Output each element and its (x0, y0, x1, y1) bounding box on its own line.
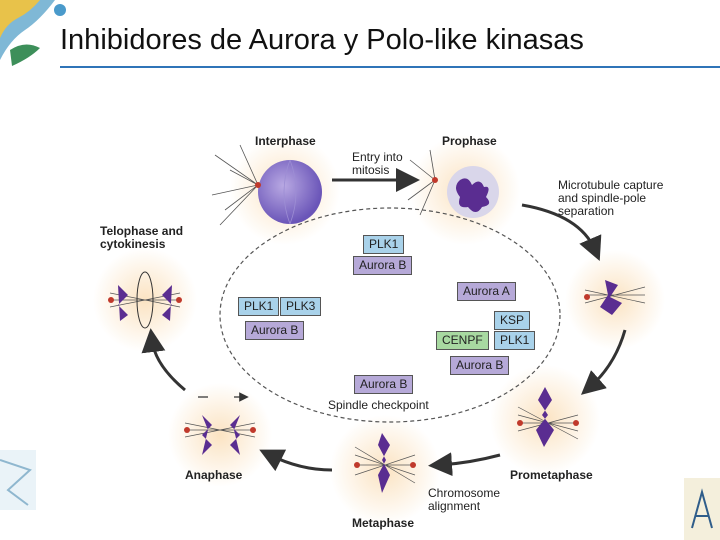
prometaphase-cell (517, 387, 579, 447)
side-decoration-icon (684, 478, 720, 540)
phase-label-anaphase: Anaphase (185, 468, 243, 482)
kinase-box-plk1-left: PLK1 (238, 297, 280, 316)
kinase-box-cenpf: CENPF (436, 331, 489, 350)
kinase-box-plk1-right: PLK1 (494, 331, 536, 350)
spindle-checkpoint-label: Spindle checkpoint (328, 398, 429, 412)
side-decoration-icon (0, 450, 36, 510)
transition-label-capture: Microtubule capture and spindle-pole sep… (558, 179, 663, 218)
kinase-box-aurora-b-right: Aurora B (450, 356, 510, 375)
phase-label-prometaphase: Prometaphase (510, 468, 593, 482)
phase-label-metaphase: Metaphase (352, 516, 415, 530)
cycle-arrow (580, 329, 627, 395)
kinase-box-plk3-left: PLK3 (280, 297, 322, 316)
transition-label-line: Microtubule capture (558, 178, 664, 192)
kinase-box-plk1-top: PLK1 (363, 235, 405, 254)
prophase-cell (407, 149, 499, 218)
kinase-box-aurora-b-top: Aurora B (353, 256, 413, 275)
anaphase-cell (184, 397, 256, 455)
cycle-arrow (141, 328, 186, 392)
phase-label-telophase: Telophase and cytokinesis (100, 225, 183, 251)
kinase-box-aurora-b-bottom: Aurora B (354, 375, 414, 394)
phase-label-prophase: Prophase (442, 134, 497, 148)
metaphase-cell (354, 433, 416, 493)
transition-label-alignment: Chromosome alignment (428, 487, 500, 513)
cycle-arrow (428, 452, 501, 477)
transition-label-line: alignment (428, 499, 481, 513)
interphase-cell (211, 144, 322, 226)
phase-label-interphase: Interphase (255, 134, 316, 148)
logo-icon (0, 0, 66, 66)
transition-label-entry: Entry into mitosis (352, 151, 403, 177)
title-rule (60, 66, 720, 68)
phase-label-telophase-line: Telophase and (100, 224, 184, 238)
cycle-arrow (521, 203, 602, 262)
slide-title: Inhibidores de Aurora y Polo-like kinasa… (60, 24, 584, 56)
transition-label-line: Chromosome (428, 486, 501, 500)
cell-boundary-ellipse (219, 207, 561, 423)
mitosis-diagram: Interphase Prophase Prometaphase Metapha… (90, 125, 700, 535)
transition-label-line: and spindle-pole (558, 191, 647, 205)
prometaphase-spindle-right (584, 280, 646, 315)
transition-label-line: Entry into (352, 150, 403, 164)
transition-label-line: separation (558, 204, 615, 218)
kinase-box-ksp: KSP (494, 311, 531, 330)
kinase-box-aurora-a: Aurora A (457, 282, 516, 301)
telophase-cell (108, 271, 182, 329)
phase-label-telophase-line: cytokinesis (100, 237, 166, 251)
kinase-box-aurora-b-left: Aurora B (245, 321, 305, 340)
transition-label-line: mitosis (352, 163, 390, 177)
cycle-arrow (259, 449, 333, 472)
